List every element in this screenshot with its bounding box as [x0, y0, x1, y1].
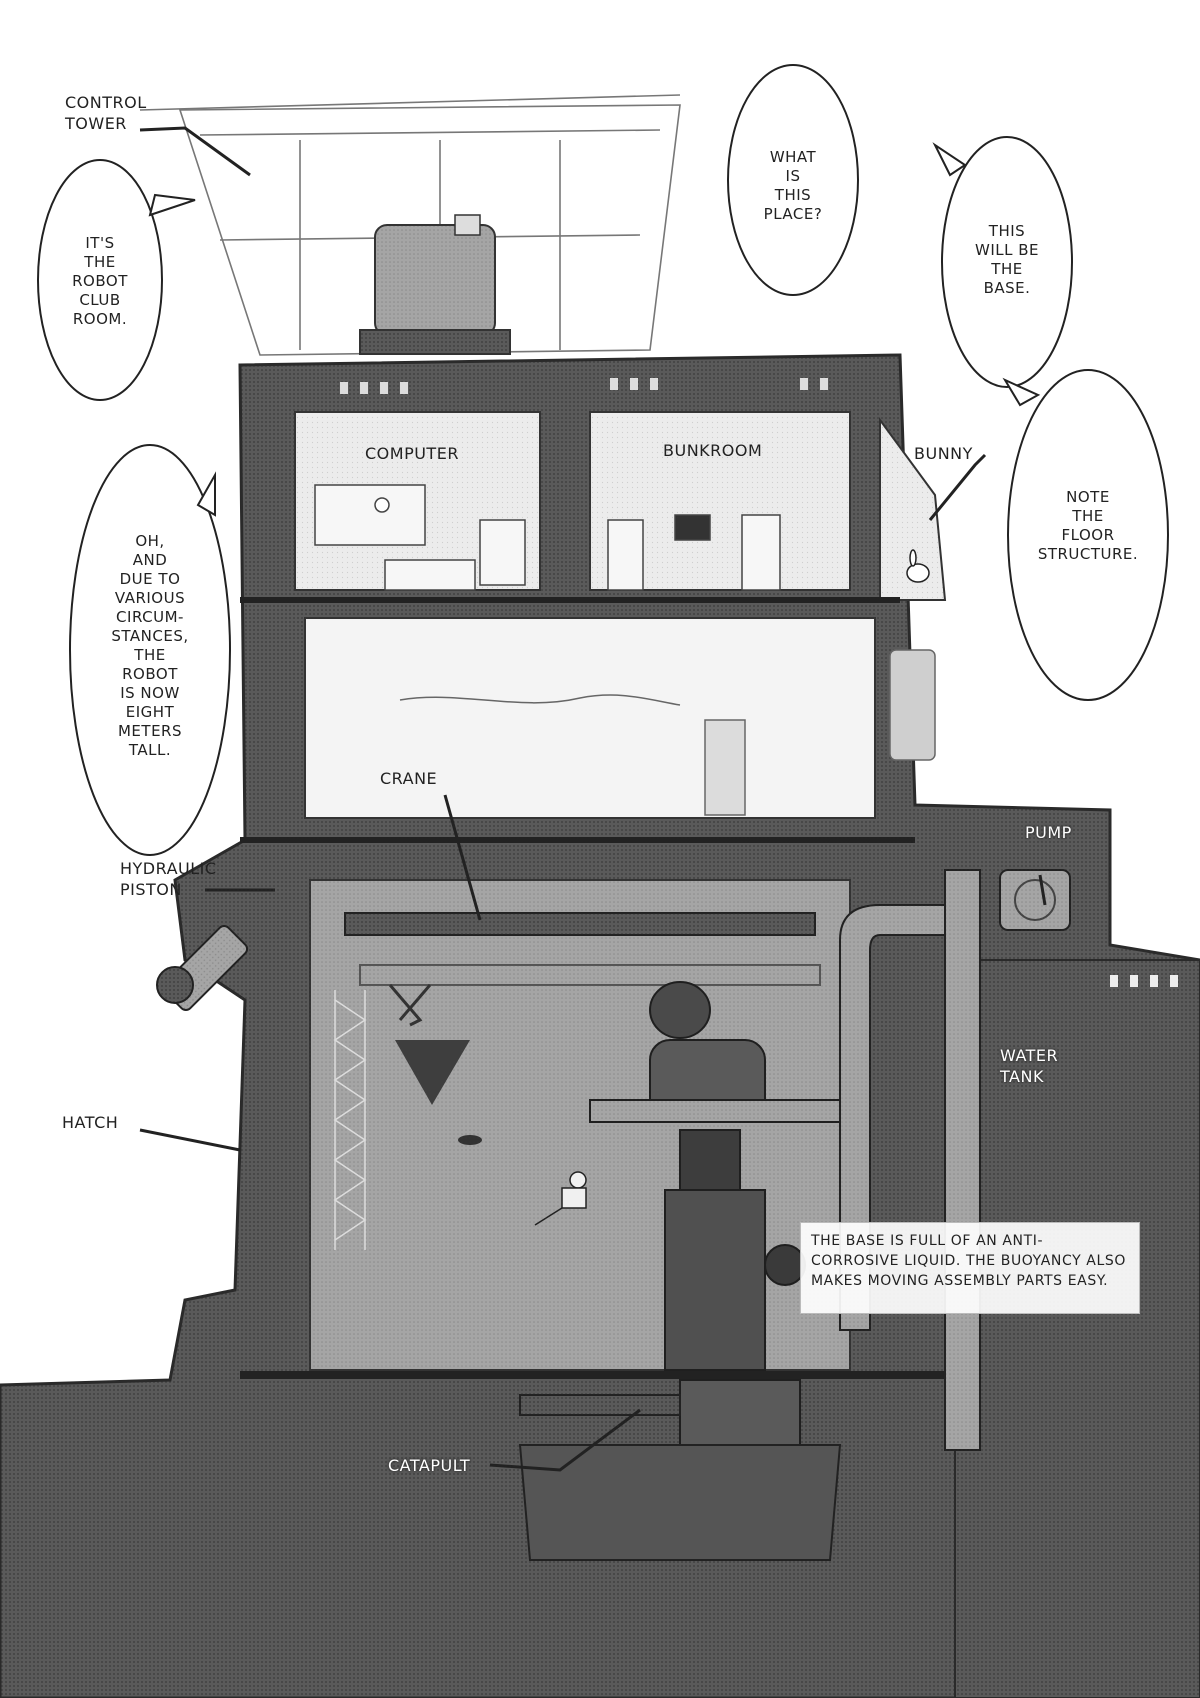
label-catapult: CATAPULT [388, 1456, 471, 1475]
bubble-robot-club [37, 159, 163, 401]
speech-bubbles [37, 64, 1169, 856]
label-bunny: BUNNY [914, 444, 973, 463]
label-pump: PUMP [1025, 823, 1072, 842]
bubble-the-base-text: THIS WILL BE THE BASE. [974, 222, 1039, 297]
crane [344, 912, 821, 1105]
water-reservoir-top [359, 214, 511, 355]
diver [534, 1171, 587, 1226]
label-crane: CRANE [380, 769, 438, 788]
label-hydraulic-piston: HYDRAULIC PISTON [120, 859, 217, 899]
bubble-what-is-text: WHAT IS THIS PLACE? [763, 148, 823, 223]
bubble-floor [1007, 369, 1169, 701]
middle-floor-details [399, 649, 936, 816]
bubble-the-base [941, 136, 1073, 388]
bubble-robot-club-tail [148, 193, 196, 217]
water-tank-windows [1110, 975, 1178, 987]
leader-lines [139, 126, 1047, 1472]
computer-room-details [314, 484, 526, 591]
label-water-tank: WATER TANK [1000, 1046, 1059, 1086]
caption-note: THE BASE IS FULL OF AN ANTI-CORROSIVE LI… [800, 1222, 1140, 1314]
hydraulic-piston [156, 924, 249, 1012]
bubble-what-is [727, 64, 859, 296]
pump [999, 869, 1071, 931]
lattice-tower [333, 990, 367, 1250]
label-control-tower: CONTROL TOWER [65, 93, 147, 133]
bubble-eight-meters-text: OH, AND DUE TO VARIOUS CIRCUM- STANCES, … [111, 532, 189, 759]
bubble-floor-text: NOTE THE FLOOR STRUCTURE. [1037, 488, 1139, 563]
bubble-robot-club-text: IT'S THE ROBOT CLUB ROOM. [72, 234, 128, 328]
bubble-eight-meters [69, 444, 231, 856]
bubble-eight-meters-tail [196, 471, 216, 517]
bubble-floor-tail [1002, 377, 1041, 407]
label-hatch: HATCH [62, 1113, 119, 1132]
bunny-figure [906, 549, 930, 583]
bunkroom-details [607, 514, 781, 591]
fish [458, 1135, 482, 1145]
label-bunkroom: BUNKROOM [663, 441, 763, 460]
label-computer: COMPUTER [365, 444, 459, 463]
bubble-the-base-tail [932, 142, 967, 177]
